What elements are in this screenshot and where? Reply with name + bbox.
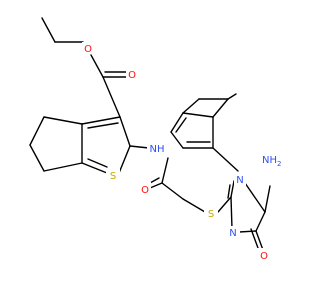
- atom-label: O: [257, 248, 271, 262]
- atom-label: O: [139, 182, 151, 196]
- bond: [255, 211, 266, 232]
- bond: [230, 196, 233, 230]
- bond: [250, 228, 259, 249]
- atom-label: O: [82, 42, 94, 55]
- atom-label: S: [106, 168, 120, 182]
- bond: [90, 54, 104, 78]
- bond: [43, 116, 83, 125]
- atom-nh-amide: NH: [150, 144, 165, 155]
- bond: [170, 131, 184, 149]
- atom-label: S: [204, 206, 218, 220]
- bond-layer: [29, 17, 271, 251]
- atom-nh2-amino: NH2: [262, 155, 281, 168]
- atom-label: N: [226, 226, 240, 239]
- bond: [170, 112, 184, 133]
- bond: [81, 162, 108, 174]
- amino-subscript: 2: [277, 160, 281, 168]
- atom-label-layer: O O S NH O S N NH2: [82, 42, 286, 262]
- atom-o-ester-ether: O: [84, 44, 92, 55]
- bond: [41, 17, 56, 43]
- bond: [175, 117, 187, 133]
- bond: [230, 180, 235, 198]
- atom-s-thiophene: S: [110, 171, 116, 182]
- bond: [129, 145, 150, 149]
- atom-o-amide: O: [141, 185, 149, 196]
- bond: [149, 182, 163, 189]
- bond: [227, 93, 237, 100]
- atom-label: O: [126, 68, 138, 81]
- bond: [102, 76, 121, 118]
- bond: [212, 147, 239, 172]
- atom-label: NH2: [258, 150, 286, 168]
- atom-o-ester-carbonyl: O: [128, 70, 136, 81]
- bond: [212, 98, 229, 118]
- bond: [227, 184, 231, 199]
- molecule-canvas: O O S NH O S N NH2: [29, 17, 286, 262]
- bond: [87, 122, 119, 129]
- molecule-structure: O O S NH O S N NH2: [29, 17, 286, 262]
- atom-label: N: [234, 172, 246, 186]
- bond: [29, 144, 45, 172]
- atom-o-pyrimidinone: O: [260, 251, 268, 262]
- bond: [217, 196, 232, 213]
- bond: [264, 185, 271, 213]
- bond: [255, 230, 264, 251]
- bond: [244, 182, 266, 213]
- bond: [161, 157, 169, 184]
- bond: [81, 116, 121, 125]
- bond: [149, 177, 160, 184]
- bond: [118, 145, 131, 174]
- bond: [238, 230, 257, 233]
- atom-n-pyrimidine-2: N: [229, 228, 236, 239]
- atom-s-thioether: S: [208, 209, 214, 220]
- bond: [182, 112, 214, 118]
- bond: [182, 198, 206, 213]
- amino-nh-text: NH: [262, 155, 277, 166]
- bond: [119, 116, 131, 147]
- bond: [87, 158, 108, 168]
- atom-label: NH: [147, 141, 167, 156]
- bond: [161, 182, 184, 200]
- atom-n-pyrimidine-1: N: [236, 175, 243, 186]
- bond: [29, 116, 45, 146]
- bond: [182, 98, 200, 114]
- bond: [43, 162, 83, 172]
